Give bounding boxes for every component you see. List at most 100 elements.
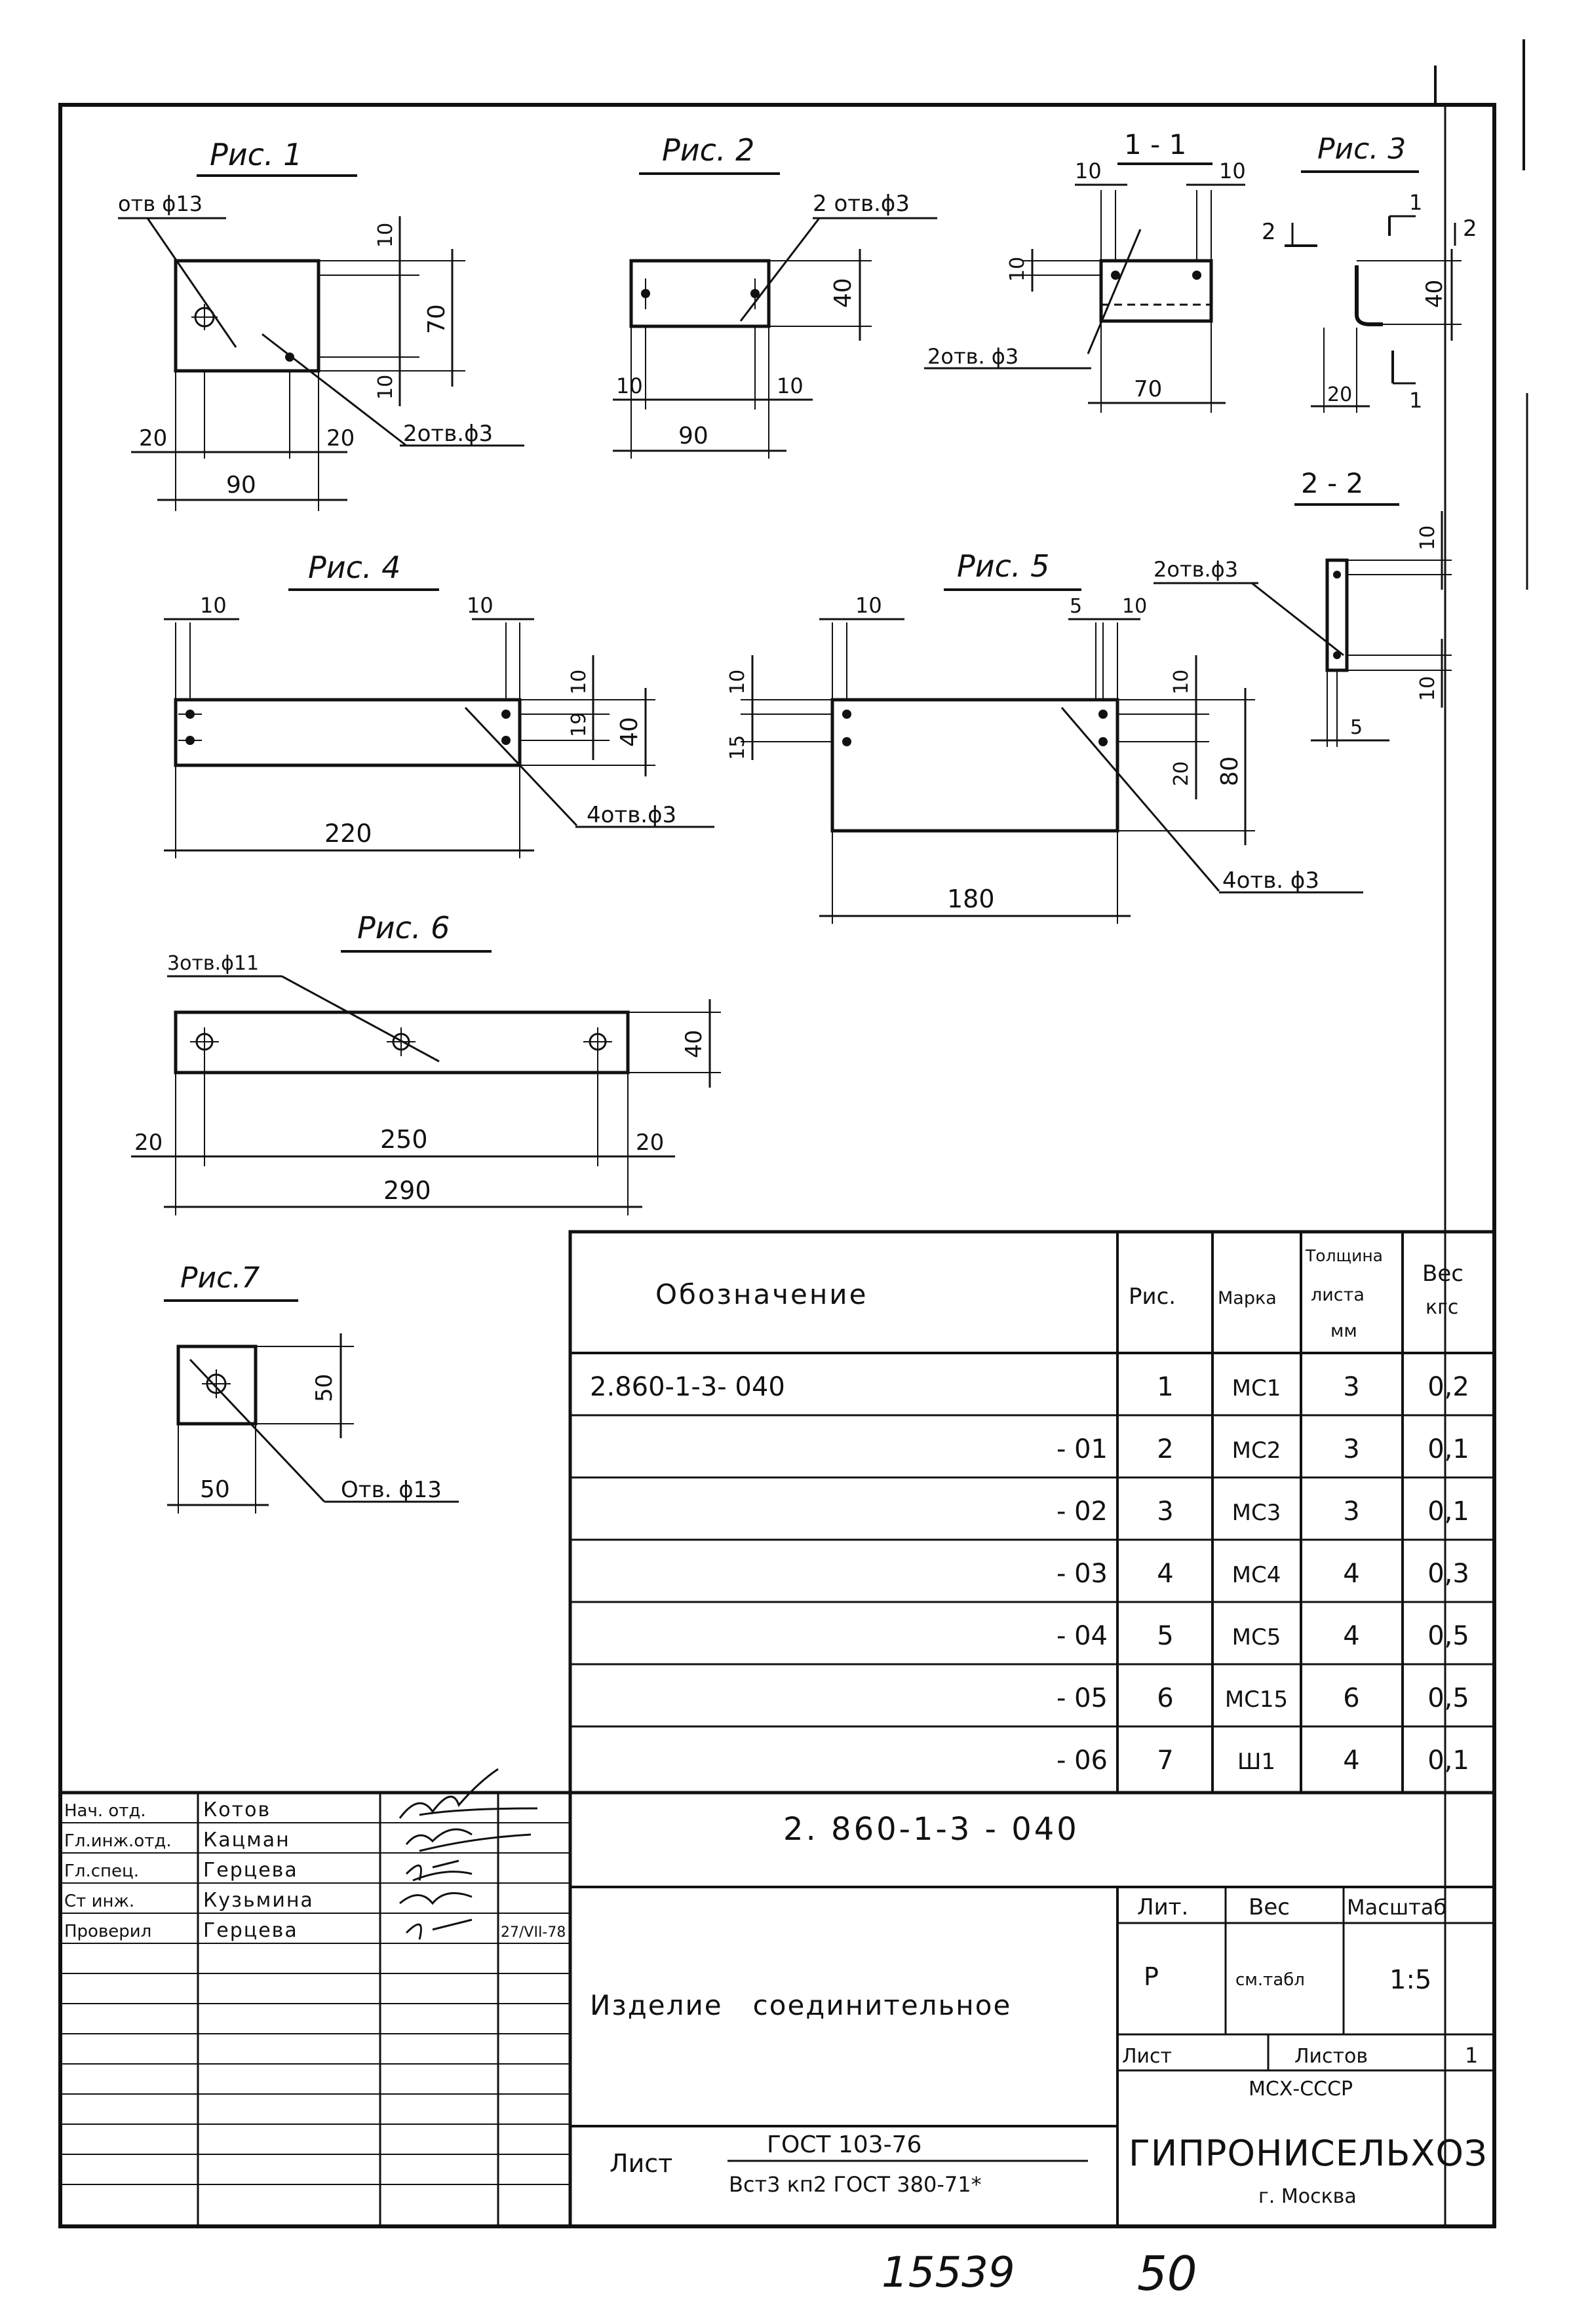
fig3-cut2b: 2 [1463, 216, 1477, 242]
signature-scribbles [398, 1768, 538, 1940]
fig5-dim-edge-r2: 5 [1070, 595, 1082, 618]
fig5-dim-edge-l: 10 [855, 593, 882, 618]
fig4-dim-w: 220 [324, 819, 372, 848]
fig6-holes-note: 3отв.ϕ11 [167, 952, 259, 975]
signature-name: Кацман [203, 1829, 290, 1852]
fig3-cut1: 1 [1409, 190, 1422, 215]
fig1-dim-h: 70 [423, 304, 450, 334]
fig5-dim-w: 180 [947, 885, 995, 913]
figure-7: Рис.7 Отв. ϕ13 50 50 [164, 1261, 459, 1514]
signature-role: Гл.спец. [64, 1861, 139, 1881]
fig2-dim-edge-l: 10 [616, 373, 643, 398]
fig1-title: Рис. 1 [210, 137, 302, 172]
row-fig: 1 [1157, 1372, 1173, 1402]
row-fig: 2 [1157, 1434, 1173, 1464]
signature-row: Гл.спец. Герцева [64, 1859, 298, 1882]
row-mark: МС3 [1232, 1500, 1281, 1526]
header-fig: Рис. [1129, 1284, 1176, 1310]
fig5-dim-top-r: 10 [1170, 670, 1193, 695]
row-fig: 3 [1157, 1496, 1173, 1527]
scale-value: 1:5 [1389, 1965, 1431, 1995]
header-weight-1: Вес [1422, 1261, 1464, 1287]
fig5-dim-mid-r: 20 [1170, 761, 1193, 786]
row-fig: 5 [1157, 1621, 1173, 1651]
lit-value: Р [1144, 1962, 1159, 1991]
row-thickness: 4 [1343, 1745, 1359, 1776]
fig3-dim-h: 40 [1422, 280, 1448, 308]
row-designation: 2.860-1-3- 040 [590, 1372, 785, 1402]
figure-6: Рис. 6 3отв.ϕ11 40 20 20 250 290 [131, 910, 721, 1215]
weight-value: см.табл [1235, 1970, 1305, 1990]
fig3-cut1b: 1 [1409, 388, 1422, 413]
sheets-label: Листов [1294, 2045, 1368, 2068]
header-mark: Марка [1218, 1288, 1277, 1308]
signature-rows: Нач. отд.КотовГл.инж.отд.КацманГл.спец.Г… [64, 1799, 566, 1942]
row-designation: - 03 [1057, 1559, 1108, 1589]
header-designation: Обозначение [655, 1278, 868, 1310]
fig3-cut2: 2 [1262, 219, 1276, 245]
figure-2: Рис. 2 2 отв.ϕ3 10 10 90 40 [613, 132, 937, 459]
signature-role: Нач. отд. [64, 1801, 146, 1821]
fig4-title: Рис. 4 [308, 550, 400, 585]
sec22-holes-note: 2отв.ϕ3 [1154, 557, 1238, 582]
signature-row: Ст инж.Кузьмина [64, 1889, 313, 1912]
section-2-2: 2 - 2 2отв.ϕ3 10 10 5 [1154, 467, 1452, 747]
sheet-frame [58, 39, 1528, 2228]
row-thickness: 3 [1343, 1496, 1359, 1527]
row-thickness: 3 [1343, 1372, 1359, 1402]
sec22-dim-top: 10 [1416, 525, 1439, 550]
signature-row: Нач. отд. Котов [64, 1799, 271, 1821]
fig4-dim-edge-r: 10 [467, 593, 494, 618]
row-mark: МС4 [1232, 1562, 1281, 1588]
sheets-value: 1 [1465, 2043, 1478, 2068]
fig6-holes [190, 1027, 612, 1056]
fig4-dim-top: 10 [568, 670, 591, 695]
header-thickness-3: мм [1330, 1321, 1357, 1341]
sec22-dim-bottom: 10 [1416, 676, 1439, 701]
fig4-dim-h: 40 [616, 717, 643, 747]
row-fig: 7 [1157, 1745, 1173, 1776]
fig2-holes-note: 2 отв.ϕ3 [813, 191, 910, 217]
sec22-dim-w: 5 [1350, 716, 1363, 739]
row-thickness: 4 [1343, 1559, 1359, 1589]
sec11-dim-right: 10 [1219, 159, 1246, 183]
fig6-dim-edge-r: 20 [636, 1130, 664, 1156]
lit-label: Лит. [1137, 1894, 1188, 1920]
sheet-label: Лист [1122, 2045, 1172, 2068]
header-thickness-2: листа [1311, 1285, 1365, 1305]
scale-label: Масштаб [1347, 1895, 1446, 1920]
row-thickness: 6 [1343, 1683, 1359, 1713]
title-block: Нач. отд.КотовГл.инж.отд.КацманГл.спец.Г… [60, 1768, 1494, 2226]
footer: 15539 50 [882, 2246, 1197, 2301]
sec11-dim-h: 10 [1006, 257, 1029, 282]
fig5-dim-edge-r: 10 [1122, 595, 1147, 618]
sec11-dim-w: 70 [1134, 376, 1162, 402]
org-city: г. Москва [1258, 2185, 1357, 2208]
row-weight: 0,1 [1427, 1496, 1469, 1527]
row-thickness: 3 [1343, 1434, 1359, 1464]
fig5-dim-mid-l: 15 [726, 735, 749, 760]
sec11-dim-left: 10 [1075, 159, 1102, 183]
fig2-title: Рис. 2 [662, 132, 754, 168]
fig5-dim-h: 80 [1216, 756, 1243, 786]
signature-name: Котов [203, 1799, 271, 1821]
fig1-holes-note: 2отв.ϕ3 [403, 421, 493, 447]
row-designation: - 01 [1057, 1434, 1108, 1464]
material-top: ГОСТ 103-76 [767, 2131, 921, 2158]
signature-name: Герцева [203, 1859, 298, 1882]
row-mark: МС1 [1232, 1375, 1281, 1401]
material-bottom: Вст3 кп2 ГОСТ 380-71* [729, 2172, 982, 2197]
header-weight-2: кгс [1425, 1296, 1458, 1319]
row-designation: - 05 [1057, 1683, 1108, 1713]
row-mark: МС15 [1225, 1686, 1288, 1713]
fig2-dim-edge-r: 10 [777, 373, 804, 398]
sec11-title: 1 - 1 [1124, 128, 1186, 161]
org-ministry: МСХ-СССР [1249, 2078, 1353, 2101]
fig6-dim-total: 290 [383, 1176, 431, 1205]
figure-1: Рис. 1 отв ϕ13 2отв.ϕ3 20 20 90 10 70 10 [118, 137, 524, 511]
row-mark: Ш1 [1237, 1749, 1275, 1775]
